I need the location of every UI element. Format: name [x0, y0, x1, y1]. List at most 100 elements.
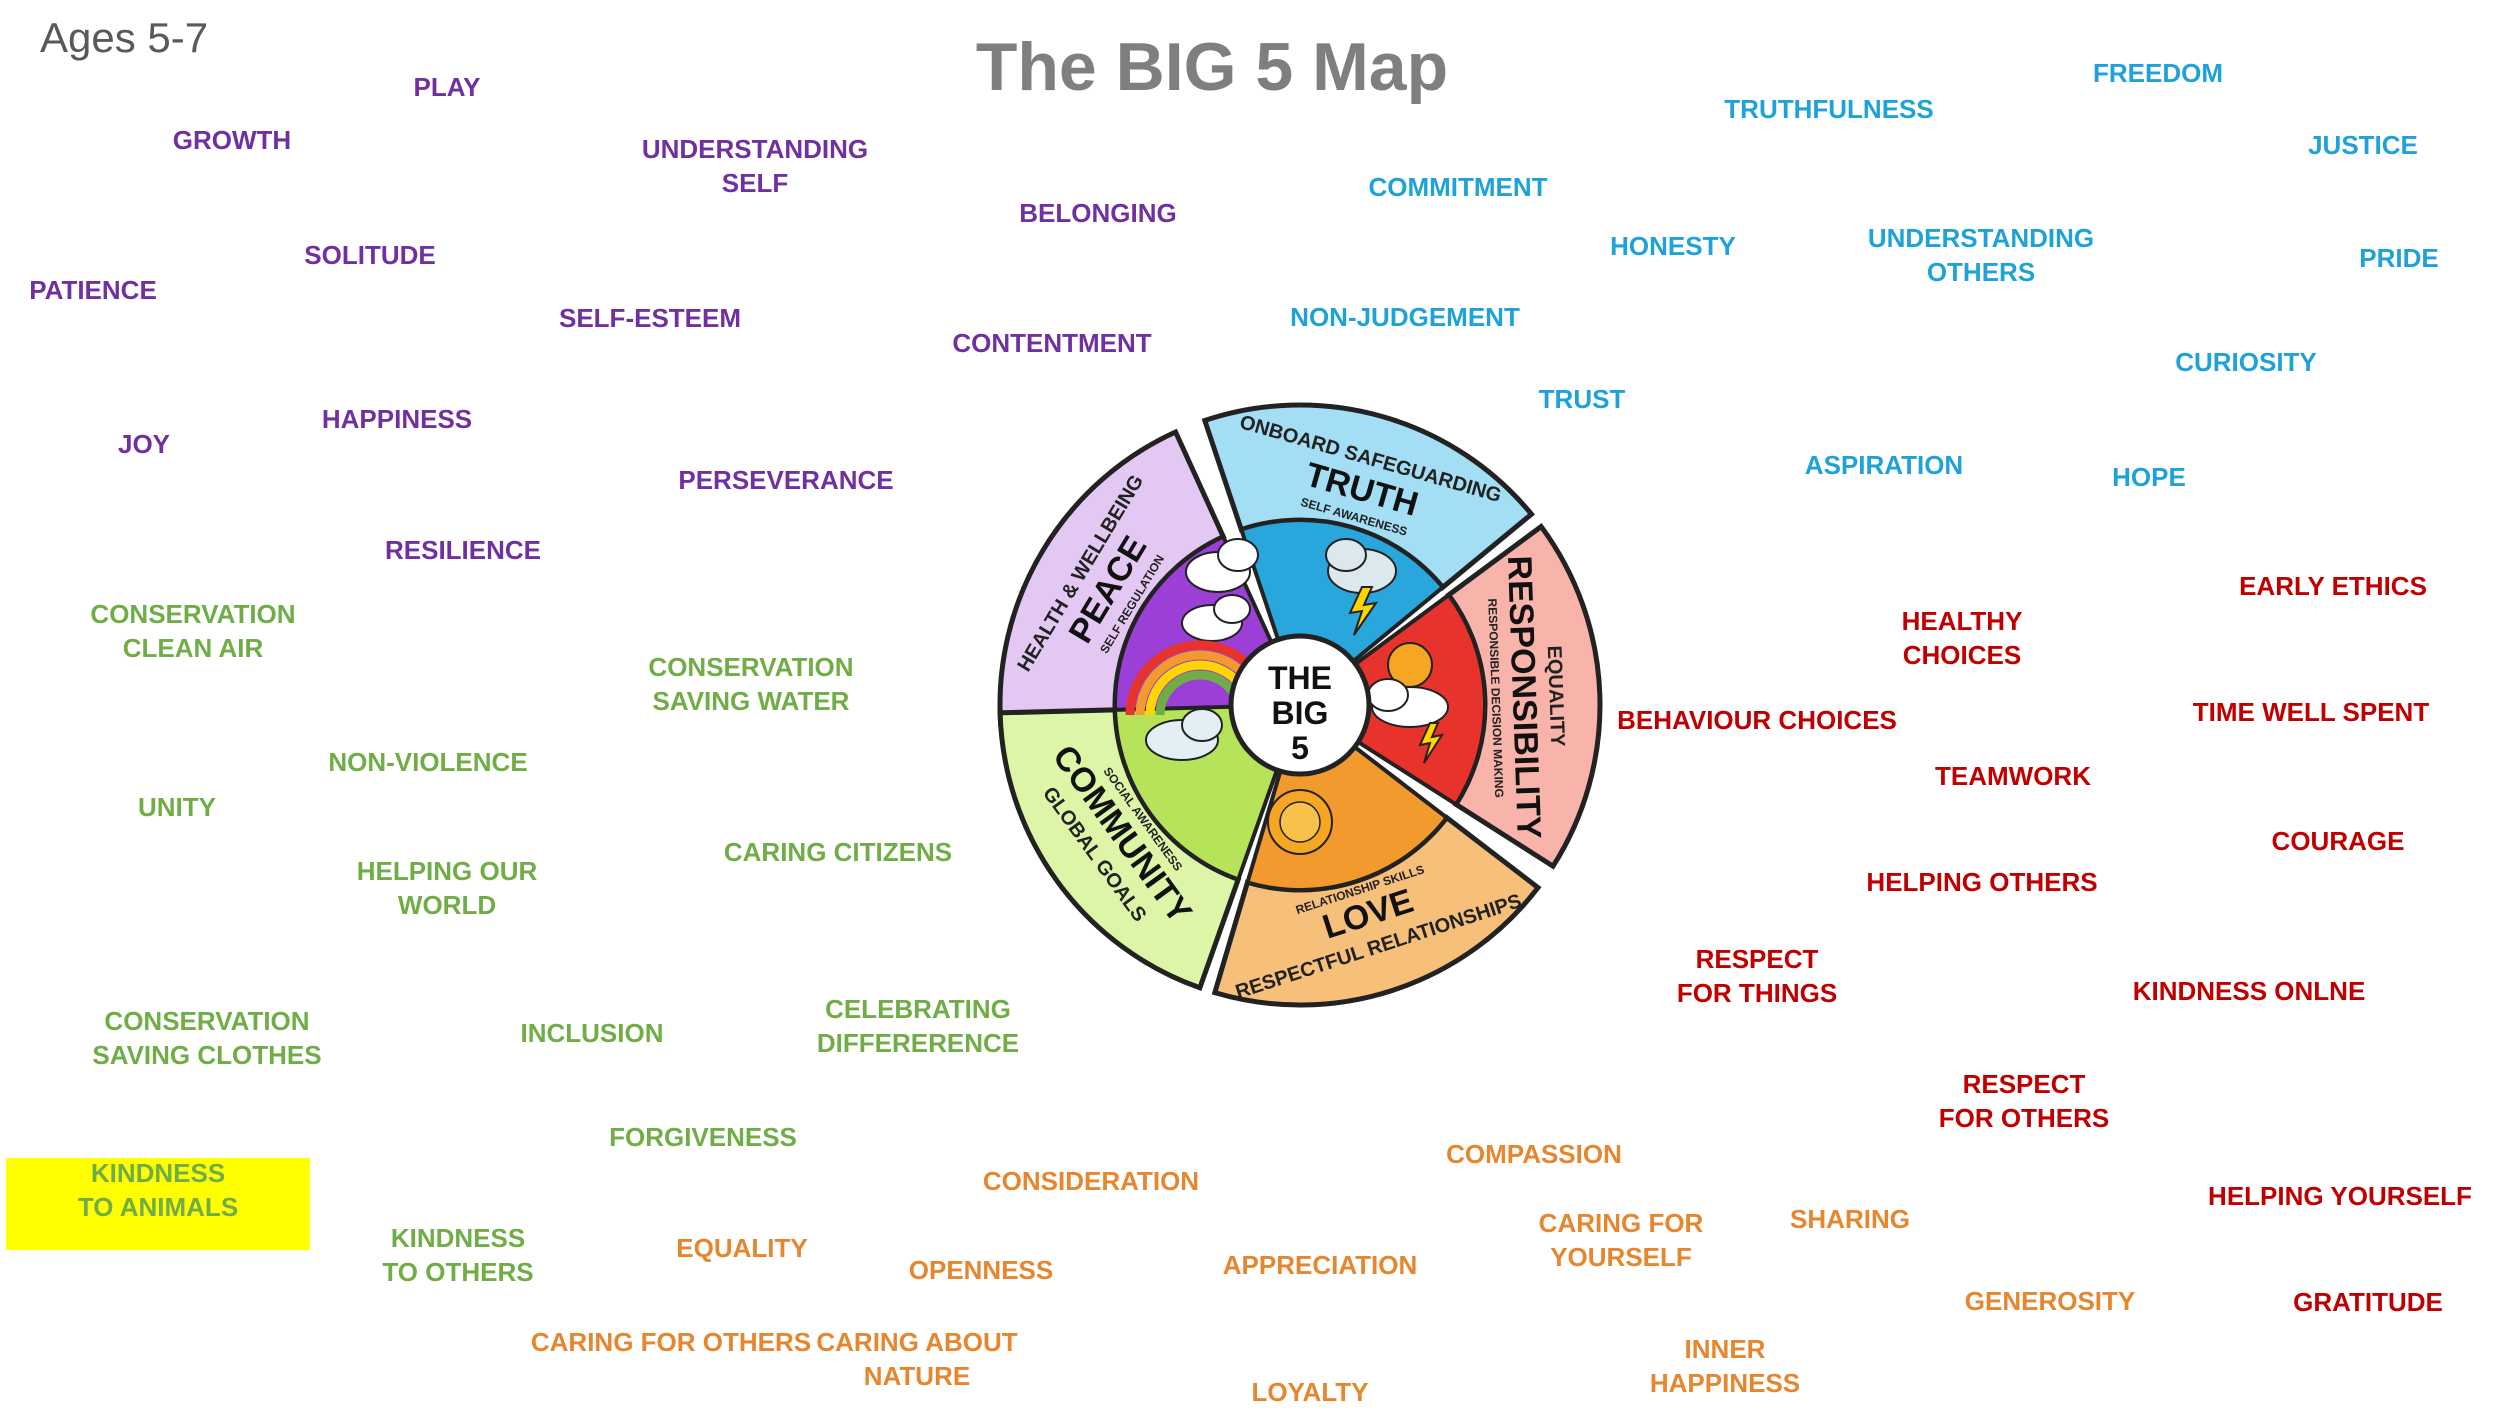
value-peace-9: JOY [118, 427, 170, 461]
value-responsibility-0: EARLY ETHICS [2239, 569, 2427, 603]
segment-responsibility-outer-label: EQUALITY [1543, 645, 1569, 747]
value-text: FOR OTHERS [1938, 1103, 2110, 1133]
value-text: HAPPINESS [321, 404, 473, 434]
value-text: FORGIVENESS [609, 1122, 797, 1152]
value-truth-7: NON-JUDGEMENT [1290, 300, 1520, 334]
value-text: OPENNESS [908, 1255, 1054, 1285]
value-text: BEHAVIOUR CHOICES [1617, 705, 1897, 735]
value-responsibility-3: TIME WELL SPENT [2193, 695, 2429, 729]
value-text: HONESTY [1610, 231, 1736, 261]
value-text: CONSERVATION [104, 1006, 310, 1036]
value-text: GROWTH [172, 125, 292, 155]
value-peace-11: RESILIENCE [385, 533, 541, 567]
value-text: RESPECT [1695, 944, 1819, 974]
value-text: APPRECIATION [1222, 1250, 1418, 1280]
value-text: KINDNESS [390, 1223, 526, 1253]
truth-storm-icon [1325, 538, 1397, 636]
value-text: SOLITUDE [304, 240, 436, 270]
value-truth-0: FREEDOM [2093, 56, 2223, 90]
value-text: PATIENCE [29, 275, 157, 305]
value-text: PRIDE [2359, 243, 2439, 273]
value-truth-9: TRUST [1539, 382, 1626, 416]
value-love-1: COMPASSION [1446, 1137, 1622, 1171]
value-text: NON-JUDGEMENT [1290, 302, 1520, 332]
value-text: GENEROSITY [1964, 1286, 2136, 1316]
value-text: DIFFERERENCE [816, 1028, 1020, 1058]
value-text: TRUTHFULNESS [1724, 94, 1934, 124]
value-responsibility-2: BEHAVIOUR CHOICES [1617, 703, 1897, 737]
value-text: RESILIENCE [384, 535, 542, 565]
value-community-3: UNITY [138, 790, 216, 824]
value-text: KINDNESS ONLNE [2132, 976, 2366, 1006]
value-text: TO OTHERS [382, 1257, 534, 1287]
value-text: COURAGE [2271, 826, 2405, 856]
value-text: KINDNESS [90, 1158, 226, 1188]
value-truth-11: HOPE [2112, 460, 2186, 494]
value-peace-10: PERSEVERANCE [678, 463, 893, 497]
value-text: FOR THINGS [1676, 978, 1838, 1008]
value-truth-6: PRIDE [2359, 241, 2438, 275]
value-text: CHOICES [1902, 640, 2022, 670]
value-peace-3: BELONGING [1019, 196, 1176, 230]
value-text: PERSEVERANCE [678, 465, 894, 495]
value-peace-0: PLAY [414, 70, 481, 104]
value-text: WORLD [397, 890, 497, 920]
value-community-4: CARING CITIZENS [724, 835, 952, 869]
value-text: HOPE [2112, 462, 2186, 492]
value-text: HEALTHY [1901, 606, 2023, 636]
value-text: EARLY ETHICS [2239, 571, 2427, 601]
value-text: PLAY [413, 72, 481, 102]
value-love-6: SHARING [1790, 1202, 1910, 1236]
value-text: UNDERSTANDING [641, 134, 869, 164]
value-text: INNER [1684, 1334, 1766, 1364]
value-text: COMMITMENT [1368, 172, 1548, 202]
value-responsibility-4: TEAMWORK [1935, 759, 2091, 793]
value-love-2: EQUALITY [676, 1231, 807, 1265]
value-peace-1: GROWTH [173, 123, 291, 157]
value-text: SHARING [1790, 1204, 1910, 1234]
value-text: GRATITUDE [2293, 1287, 2443, 1317]
value-text: NON-VIOLENCE [328, 747, 528, 777]
value-peace-6: SELF-ESTEEM [559, 301, 741, 335]
value-responsibility-10: HELPING YOURSELF [2208, 1179, 2472, 1213]
value-text: INCLUSION [520, 1018, 664, 1048]
value-text: OTHERS [1926, 257, 2036, 287]
value-text: JUSTICE [2308, 130, 2418, 160]
value-text: EQUALITY [676, 1233, 808, 1263]
value-text: SELF-ESTEEM [558, 303, 742, 333]
value-text: CARING ABOUT [816, 1327, 1018, 1357]
value-truth-5: UNDERSTANDING OTHERS [1868, 221, 2094, 289]
value-text: HAPPINESS [1649, 1368, 1801, 1398]
value-love-4: APPRECIATION [1223, 1248, 1418, 1282]
value-truth-2: JUSTICE [2308, 128, 2418, 162]
value-responsibility-11: GRATITUDE [2293, 1285, 2443, 1319]
value-text: UNDERSTANDING [1867, 223, 2095, 253]
value-love-0: CONSIDERATION [983, 1164, 1199, 1198]
wheel-center-line-2: BIG [1272, 695, 1329, 731]
value-responsibility-5: COURAGE [2272, 824, 2405, 858]
value-love-7: CARING FOR OTHERS [531, 1325, 811, 1359]
value-text: CONSIDERATION [982, 1166, 1200, 1196]
value-text: SAVING WATER [652, 686, 850, 716]
value-community-11: KINDNESS TO OTHERS [382, 1221, 533, 1289]
value-text: FREEDOM [2093, 58, 2223, 88]
value-love-3: OPENNESS [909, 1253, 1054, 1287]
value-peace-4: SOLITUDE [304, 238, 435, 272]
value-community-2: NON-VIOLENCE [328, 745, 527, 779]
value-text: ASPIRATION [1804, 450, 1964, 480]
value-responsibility-8: KINDNESS ONLNE [2133, 974, 2366, 1008]
value-truth-1: TRUTHFULNESS [1724, 92, 1933, 126]
value-responsibility-1: HEALTHY CHOICES [1902, 604, 2023, 672]
value-text: CARING FOR OTHERS [530, 1327, 812, 1357]
value-love-11: INNER HAPPINESS [1650, 1332, 1800, 1400]
value-text: RESPECT [1962, 1069, 2086, 1099]
